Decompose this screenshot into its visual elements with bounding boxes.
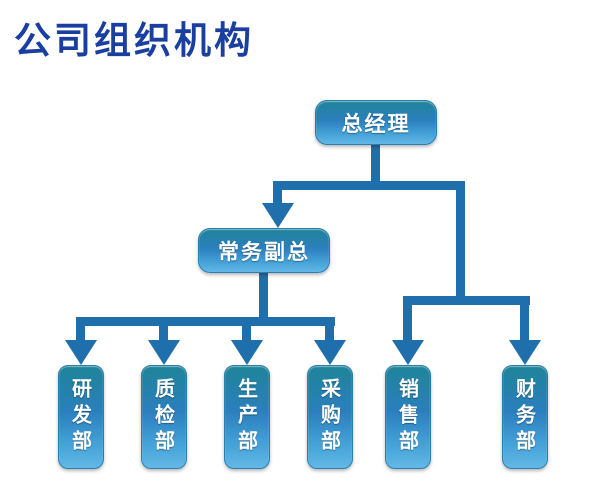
connector-to-deputy [273,181,282,206]
connector-right-branch [456,181,465,305]
dept-node-procurement: 采购部 [307,365,353,469]
dept-node-qc: 质检部 [141,365,187,469]
arrowhead-procurement [314,340,346,365]
arrowhead-rd [65,340,97,365]
arrowhead-sales [392,340,424,365]
connector-root-down [371,142,380,190]
node-general-manager: 总经理 [315,100,437,145]
arrowhead-deputy [262,203,294,228]
connector-left-horizontal [76,317,335,326]
connector-top-horizontal [273,181,465,190]
connector-to-rd [76,317,85,345]
connector-to-procurement [325,317,334,345]
arrowhead-production [231,340,263,365]
dept-node-rd: 研发部 [58,365,104,469]
arrowhead-finance [509,340,541,365]
connector-to-sales [403,296,412,344]
page-title: 公司组织机构 [14,18,254,62]
node-deputy-gm: 常务副总 [198,228,330,273]
dept-node-sales: 销售部 [385,365,431,469]
connector-to-qc [159,317,168,345]
connector-right-horizontal [403,296,530,305]
connector-to-production [242,317,251,345]
connector-to-finance [520,296,529,344]
dept-node-finance: 财务部 [502,365,548,469]
connector-deputy-down [259,272,268,326]
dept-node-production: 生产部 [224,365,270,469]
arrowhead-qc [148,340,180,365]
